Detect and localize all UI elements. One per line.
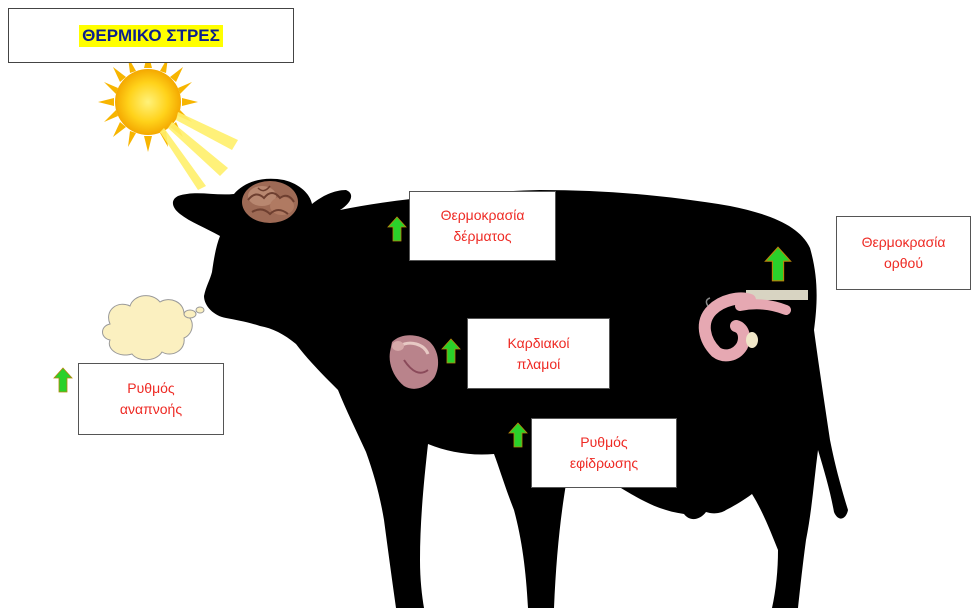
rectal-temperature-label: Θερμοκρασία ορθού <box>836 216 971 290</box>
heart-rate-label: Καρδιακοί πλαμοί <box>467 318 610 389</box>
title-box: ΘΕΡΜΙΚΟ ΣΤΡΕΣ <box>8 8 294 63</box>
respiration-rate-label: Ρυθμός αναπνοής <box>78 363 224 435</box>
brain-icon <box>242 181 298 223</box>
thought-cloud-icon <box>103 296 205 360</box>
sweating-rate-label: Ρυθμός εφίδρωσης <box>531 418 677 488</box>
skin-temperature-label: Θερμοκρασία δέρματος <box>409 191 556 261</box>
sun-icon <box>98 52 238 190</box>
up-arrow-icon <box>54 368 72 392</box>
page-title: ΘΕΡΜΙΚΟ ΣΤΡΕΣ <box>79 25 223 47</box>
